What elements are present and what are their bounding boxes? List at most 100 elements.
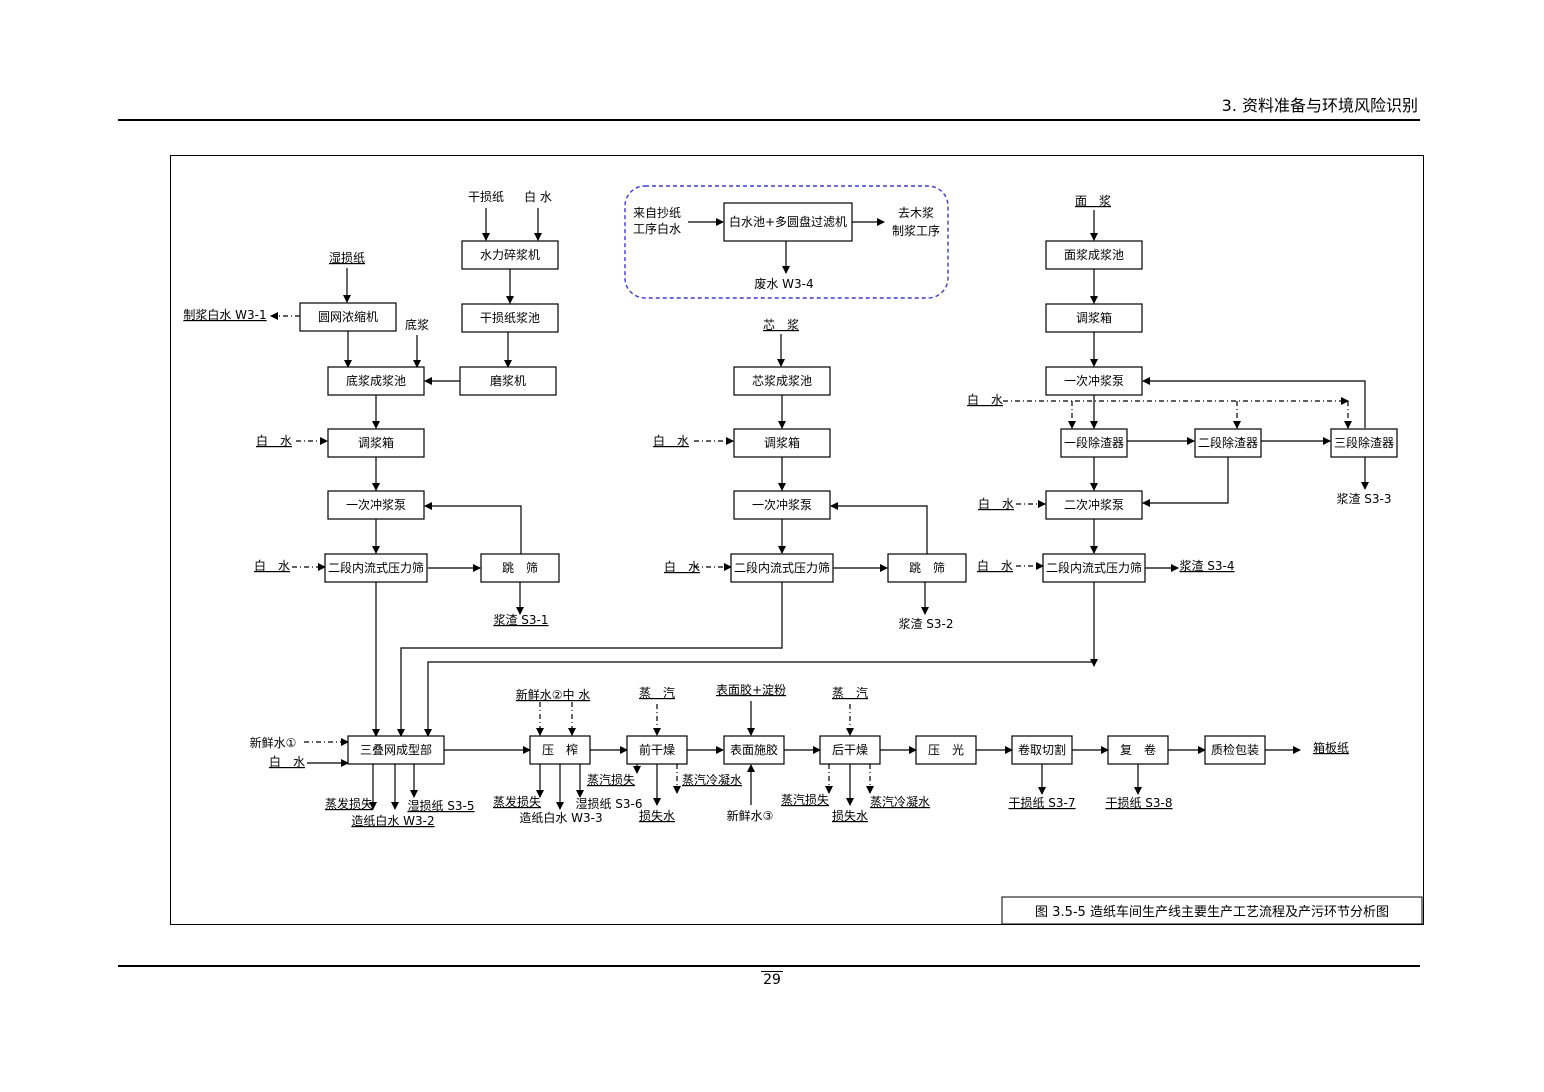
label-wet-broke-s6: 湿损纸 S3-6 <box>575 796 642 811</box>
node-box <box>1330 428 1398 458</box>
node-calender: 压 光 <box>915 735 977 765</box>
header-rule <box>118 119 1420 121</box>
node-label: 前干燥 <box>639 742 675 757</box>
node-label: 后干燥 <box>832 743 868 757</box>
label-reject-s3: 浆渣 S3-3 <box>1336 491 1391 506</box>
node-box <box>461 240 559 270</box>
node-bottom-machine-chest: 调浆箱 <box>327 428 425 458</box>
node-label: 复 卷 <box>1120 742 1156 757</box>
node-core-pressure-screen: 二段内流式压力筛 <box>730 553 834 583</box>
node-label: 一次冲浆泵 <box>752 497 812 512</box>
node-after-dryer: 后干燥 <box>819 735 881 765</box>
node-label: 表面施胶 <box>730 742 778 757</box>
node-size-press: 表面施胶 <box>723 735 785 765</box>
label-to-pulping2: 制浆工序 <box>892 223 940 238</box>
node-box <box>1042 553 1146 583</box>
label-condensate1: 蒸汽冷凝水 <box>682 772 742 787</box>
node-label: 质检包装 <box>1211 742 1259 757</box>
label-from-paper-ww1: 来自抄纸 <box>633 206 681 220</box>
node-label: 跳 筛 <box>909 560 945 575</box>
node-label: 二段内流式压力筛 <box>734 560 830 575</box>
label-paper-ww-w3: 造纸白水 W3-3 <box>519 810 602 825</box>
node-core-fan-pump: 一次冲浆泵 <box>733 490 831 520</box>
label-white-water-in1: 白 水 <box>524 189 552 204</box>
node-box <box>887 553 967 583</box>
node-top-cleaner3: 三段除渣器 <box>1330 428 1398 458</box>
node-bottom-vibrating-screen: 跳 筛 <box>480 553 560 583</box>
node-label: 面浆成浆池 <box>1064 247 1124 262</box>
node-box <box>1045 303 1143 333</box>
flow-arrow <box>397 582 783 737</box>
node-box <box>733 490 831 520</box>
label-wet-broke-s5: 湿损纸 S3-5 <box>407 798 474 813</box>
label-reject-s1: 浆渣 S3-1 <box>493 612 548 627</box>
node-box <box>1011 735 1073 765</box>
node-label: 卷取切割 <box>1018 742 1066 757</box>
node-top-fan-pump1: 一次冲浆泵 <box>1045 366 1143 396</box>
label-loss-water2: 损失水 <box>832 808 868 823</box>
label-fresh-water3: 新鲜水③ <box>727 808 774 823</box>
label-white-water-core1: 白 水 <box>653 433 689 448</box>
label-core-stock: 芯 浆 <box>763 317 799 332</box>
node-core-machine-chest: 调浆箱 <box>733 428 831 458</box>
label-white-water-top1: 白 水 <box>967 392 1003 407</box>
node-top-cleaner1: 一段除渣器 <box>1060 428 1128 458</box>
node-label: 磨浆机 <box>490 373 526 388</box>
label-starch: 表面胶+淀粉 <box>716 682 786 697</box>
whitewater-recovery-group <box>624 185 949 299</box>
page-number: 29 <box>0 971 1544 988</box>
label-bottom-stock-label: 底浆 <box>405 317 429 332</box>
figure-caption-box <box>1001 896 1423 925</box>
node-top-cleaner2: 二段除渣器 <box>1194 428 1262 458</box>
node-reel: 卷取切割 <box>1011 735 1073 765</box>
node-box <box>459 366 557 396</box>
label-product: 箱板纸 <box>1313 740 1349 755</box>
node-label: 调浆箱 <box>764 435 800 450</box>
node-qc-pack: 质检包装 <box>1204 735 1266 765</box>
node-pre-dryer: 前干燥 <box>626 735 688 765</box>
node-box <box>733 428 831 458</box>
node-whitewater-filter: 白水池+多圆盘过滤机 <box>723 202 853 242</box>
node-box <box>1045 490 1143 520</box>
node-box <box>626 735 688 765</box>
flow-arrow <box>424 661 1094 737</box>
page-number-text: 29 <box>761 971 783 988</box>
node-label: 底浆成浆池 <box>346 373 406 388</box>
label-white-water-core2: 白 水 <box>664 559 700 574</box>
node-label: 二段内流式压力筛 <box>328 560 424 575</box>
node-box <box>327 366 425 396</box>
node-label: 芯浆成浆池 <box>752 373 812 388</box>
node-dry-broke-chest: 干损纸浆池 <box>461 303 559 333</box>
label-dry-broke-in: 干损纸 <box>468 190 504 204</box>
label-steam2: 蒸 汽 <box>832 685 868 700</box>
node-label: 一段除渣器 <box>1064 435 1124 450</box>
node-label: 三段除渣器 <box>1334 435 1394 450</box>
node-box <box>529 735 591 765</box>
label-steam-loss1: 蒸汽损失 <box>587 772 635 787</box>
node-label: 二次冲浆泵 <box>1064 497 1124 512</box>
label-paper-ww-w2: 造纸白水 W3-2 <box>351 813 434 828</box>
header-title: 3. 资料准备与环境风险识别 <box>1221 96 1418 115</box>
label-reject-s2: 浆渣 S3-2 <box>898 616 953 631</box>
label-evap-loss2: 蒸发损失 <box>493 794 541 809</box>
node-label: 干损纸浆池 <box>480 310 540 325</box>
label-white-water-top3: 白 水 <box>977 558 1013 573</box>
figure-frame <box>170 155 1424 925</box>
figure-caption: 图 3.5-5 造纸车间生产线主要生产工艺流程及产污环节分析图 <box>1035 904 1389 920</box>
node-box <box>1045 366 1143 396</box>
node-refiner: 磨浆机 <box>459 366 557 396</box>
node-label: 压 光 <box>928 743 964 757</box>
node-label: 二段除渣器 <box>1198 435 1258 450</box>
node-former: 三叠网成型部 <box>347 735 445 765</box>
label-loss-water1: 损失水 <box>639 808 675 823</box>
node-bottom-pressure-screen: 二段内流式压力筛 <box>324 553 428 583</box>
label-evap-loss1: 蒸发损失 <box>325 796 373 811</box>
flow-arrow <box>424 502 522 554</box>
node-box <box>819 735 881 765</box>
flow-arrow <box>1142 377 1366 428</box>
node-top-machine-chest: 调浆箱 <box>1045 303 1143 333</box>
label-waste-water-w4: 废水 W3-4 <box>754 276 813 291</box>
node-box <box>723 202 853 242</box>
node-press: 压 榨 <box>529 735 591 765</box>
node-box <box>1107 735 1169 765</box>
